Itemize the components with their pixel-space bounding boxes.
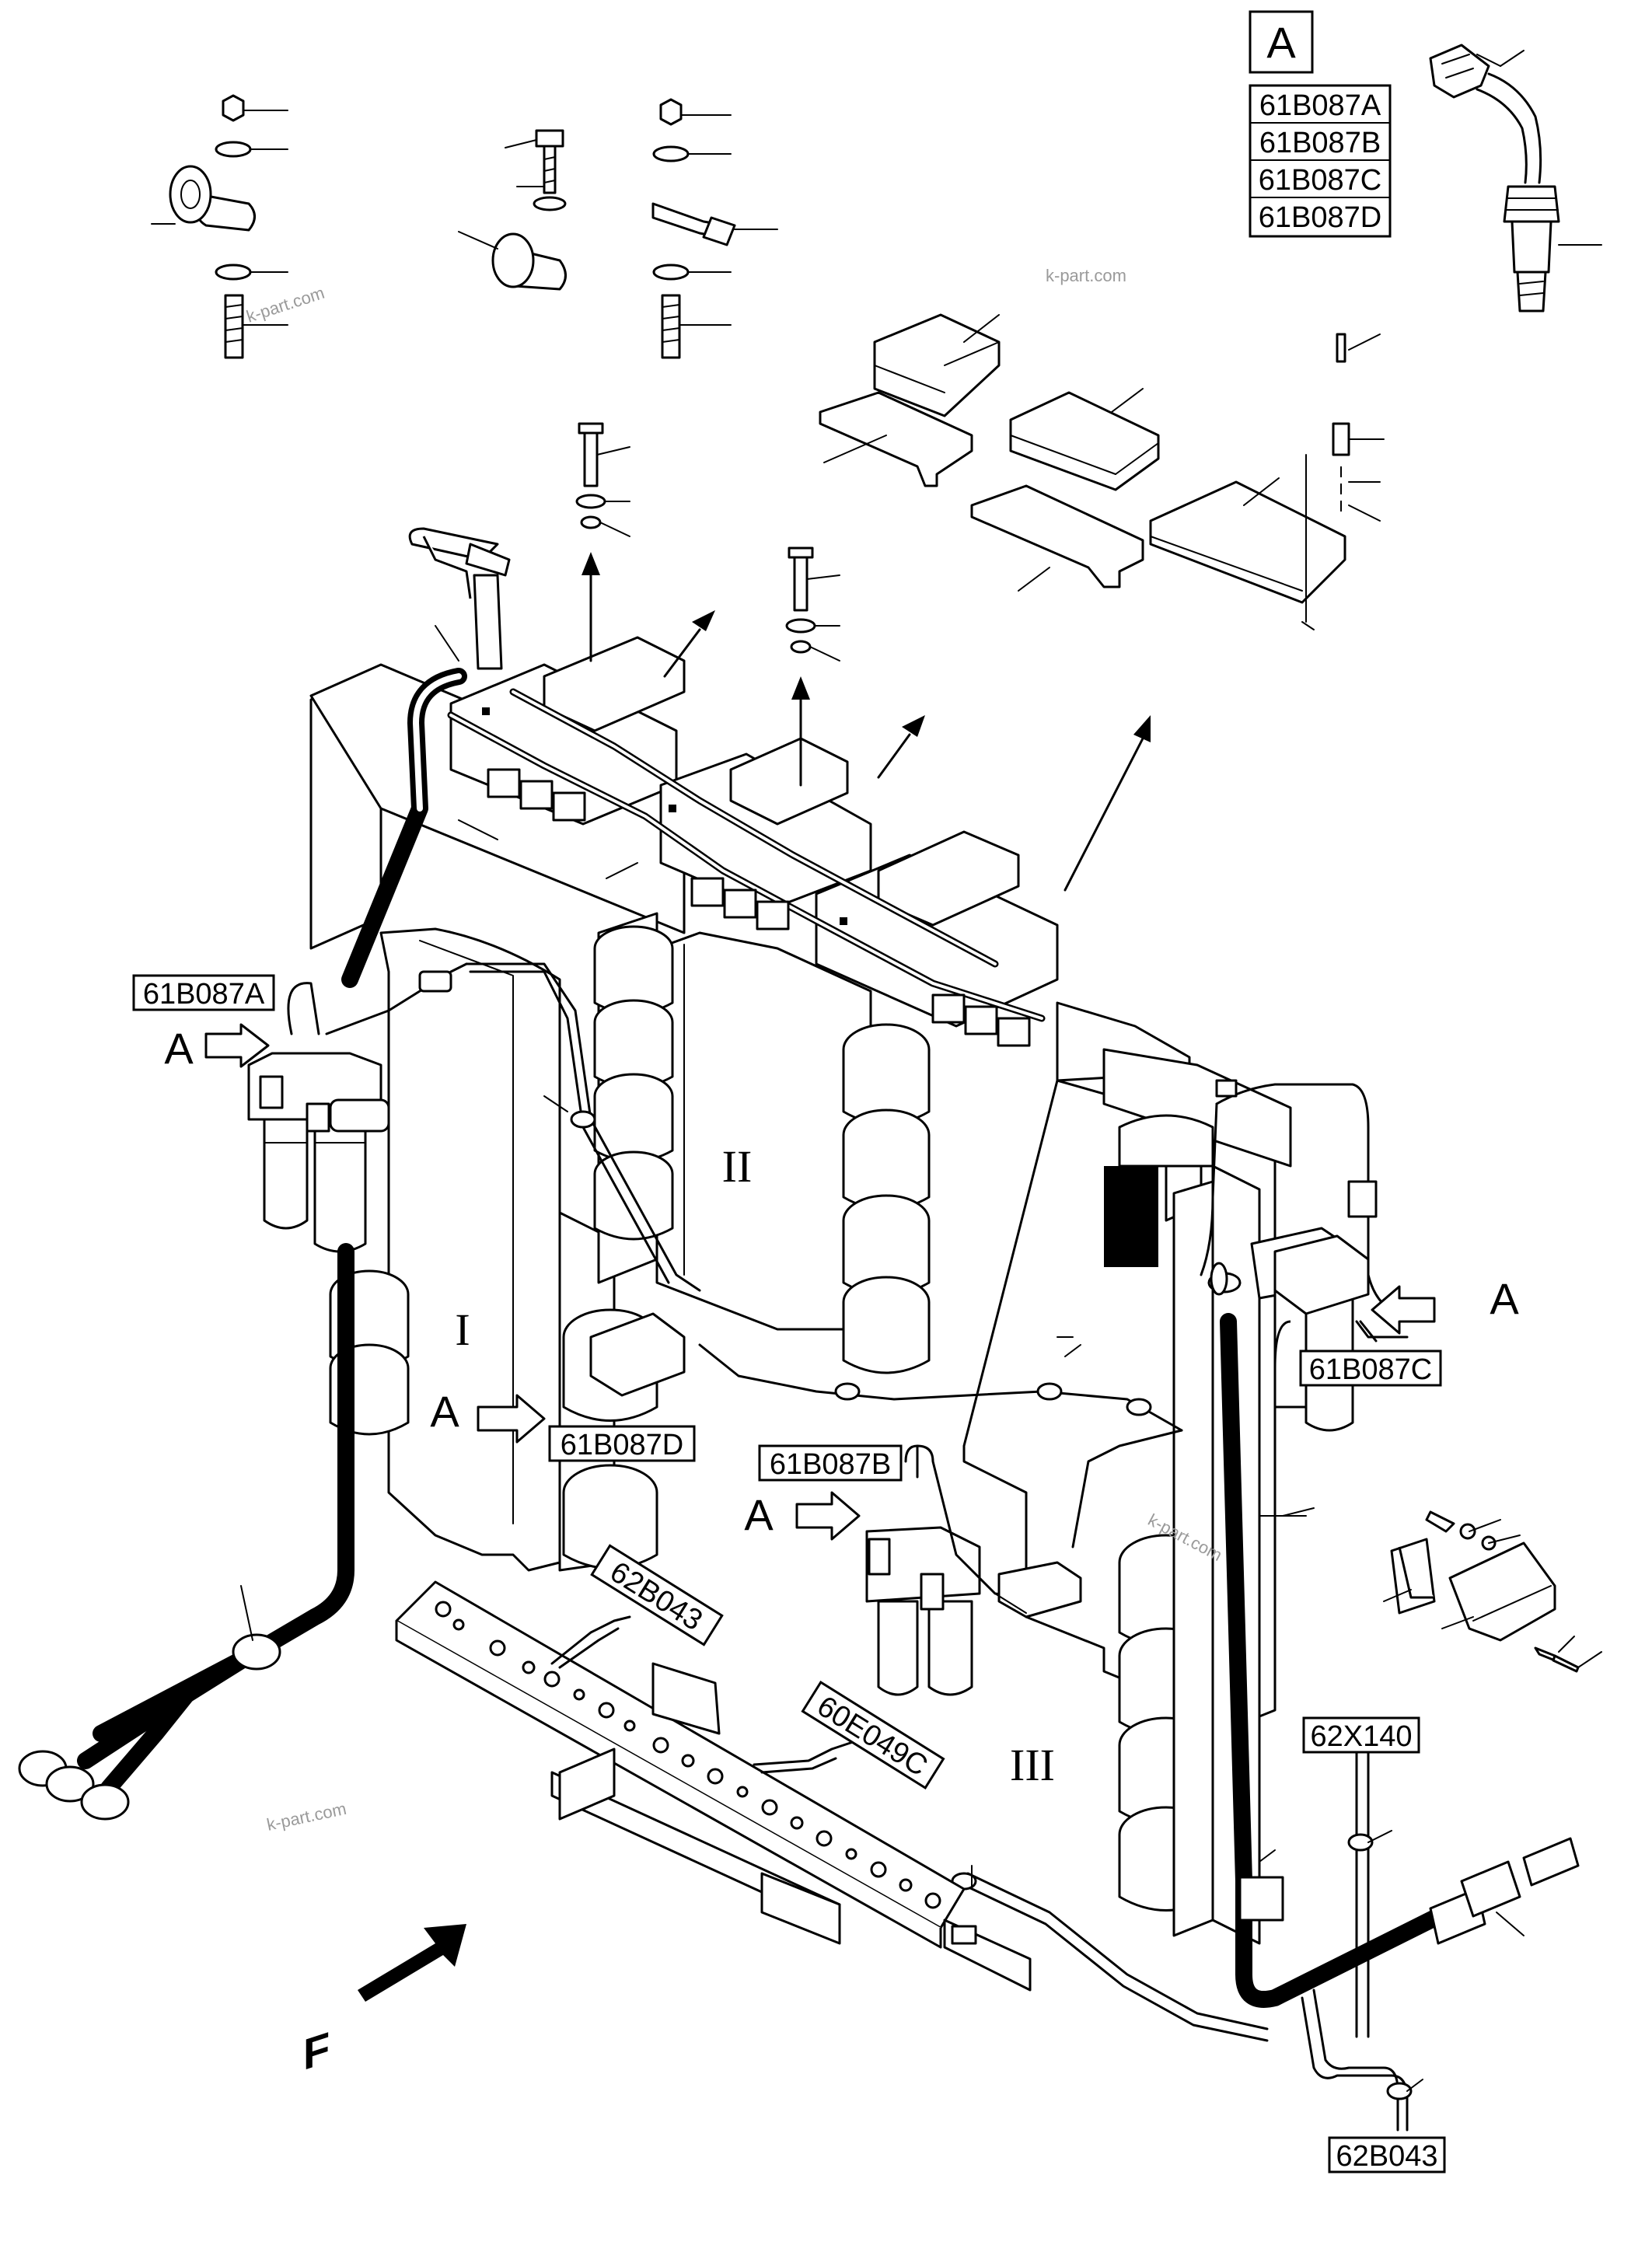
callout-62b043-bottom: 62B043 [1328, 2136, 1446, 2173]
leader-lines [240, 625, 1525, 2092]
svg-text:61B087C: 61B087C [1309, 1353, 1432, 1386]
callout-62b043-top: 62B043 [590, 1544, 724, 1646]
watermark-2: k-part.com [1046, 266, 1126, 285]
hydraulic-hoses [77, 1243, 1486, 2008]
rail-cables [550, 1615, 857, 1774]
view-arrow-3: A [744, 1490, 861, 1541]
callout-61b087b: 61B087B [758, 1444, 903, 1482]
section-label-3: III [1010, 1740, 1055, 1790]
svg-text:62X140: 62X140 [1310, 1720, 1412, 1753]
svg-text:60E049C: 60E049C [812, 1690, 934, 1783]
sensor-blocks [589, 1234, 1370, 1618]
hardware-kit-3 [651, 98, 778, 359]
view-arrow-3-label: A [744, 1490, 774, 1539]
svg-text:61B087D: 61B087D [561, 1429, 683, 1461]
assembly-arrows [575, 422, 1151, 892]
section-label-2: II [722, 1141, 753, 1192]
detail-a-letter: A [1266, 18, 1296, 67]
svg-text:61B087A: 61B087A [143, 978, 265, 1011]
cable-conduit [341, 527, 511, 988]
svg-text:62B043: 62B043 [1336, 2140, 1437, 2173]
valve-block-section-2: II [309, 663, 931, 1374]
front-marker-letter: F [303, 2023, 330, 2079]
wire-harness-main [447, 688, 1046, 1022]
detail-a-box: A 61B087A 61B087B 61B087C 61B087D [1249, 10, 1392, 238]
pressure-sensor-detail [1429, 44, 1602, 312]
callout-60e049c: 60E049C [801, 1680, 945, 1790]
section-label-1: I [455, 1304, 470, 1355]
filter-assembly-middle [865, 1526, 981, 1696]
view-arrow-1-label: A [164, 1024, 194, 1073]
view-arrow-4-label: A [1490, 1274, 1519, 1323]
callout-61b087c: 61B087C [1299, 1349, 1442, 1387]
callout-62x140: 62X140 [1302, 1716, 1420, 1754]
view-arrow-2-label: A [430, 1387, 459, 1436]
filter-assembly-left [247, 1052, 390, 1253]
callout-61b087a: 61B087A [132, 974, 275, 1011]
rail-ports [435, 1601, 941, 1909]
view-arrow-1: A [164, 1023, 270, 1073]
detail-code-3: 61B087C [1259, 164, 1381, 197]
watermark-4: k-part.com [265, 1799, 348, 1835]
watermark-1: k-part.com [244, 283, 327, 326]
front-direction-marker: F [303, 1924, 466, 2080]
view-arrow-2: A [430, 1387, 546, 1444]
hose-fittings [18, 1262, 1580, 1945]
detail-code-1: 61B087A [1259, 89, 1381, 122]
hardware-kit-2 [458, 129, 567, 291]
solenoid-valves [487, 768, 1031, 1047]
cover-plates [819, 313, 1385, 630]
view-arrow-4: A [1371, 1274, 1519, 1335]
detail-code-4: 61B087D [1259, 201, 1381, 234]
hardware-kit-1 [151, 94, 288, 359]
callout-61b087d: 61B087D [548, 1425, 696, 1462]
detail-code-2: 61B087B [1259, 127, 1381, 159]
svg-text:61B087B: 61B087B [770, 1448, 891, 1481]
bracket-kit-right [1383, 1510, 1602, 1673]
